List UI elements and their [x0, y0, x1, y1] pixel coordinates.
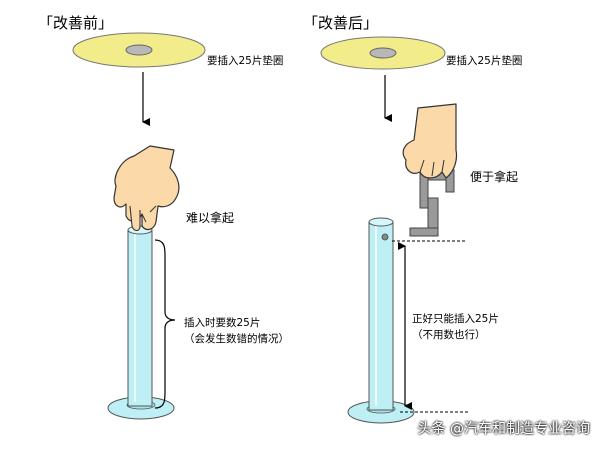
before-pole	[127, 225, 153, 407]
before-count-note-1: 插入时要数25片	[184, 317, 261, 329]
after-pole	[368, 217, 394, 411]
after-hand-note: 便于拿起	[470, 170, 519, 184]
before-hand-note: 难以拿起	[186, 211, 235, 225]
lifting-handle-icon	[409, 169, 455, 237]
before-hand-icon	[113, 145, 180, 232]
watermark: 头条 @汽车和制造专业咨询	[417, 421, 590, 437]
after-exact-note-2: （不用数也行）	[412, 329, 486, 341]
after-hand-icon	[402, 103, 458, 179]
after-title: 「改善后」	[303, 14, 379, 32]
before-washer-note: 要插入25片垫圈	[207, 55, 284, 67]
before-washer	[72, 32, 206, 68]
before-count-note-2: （会发生数错的情况）	[184, 333, 289, 345]
after-exact-note-1: 正好只能插入25片	[412, 313, 499, 325]
after-washer-note: 要插入25片垫圈	[446, 55, 523, 67]
before-count-bracket	[154, 239, 176, 409]
after-washer	[320, 36, 446, 70]
before-title: 「改善前」	[38, 14, 114, 32]
